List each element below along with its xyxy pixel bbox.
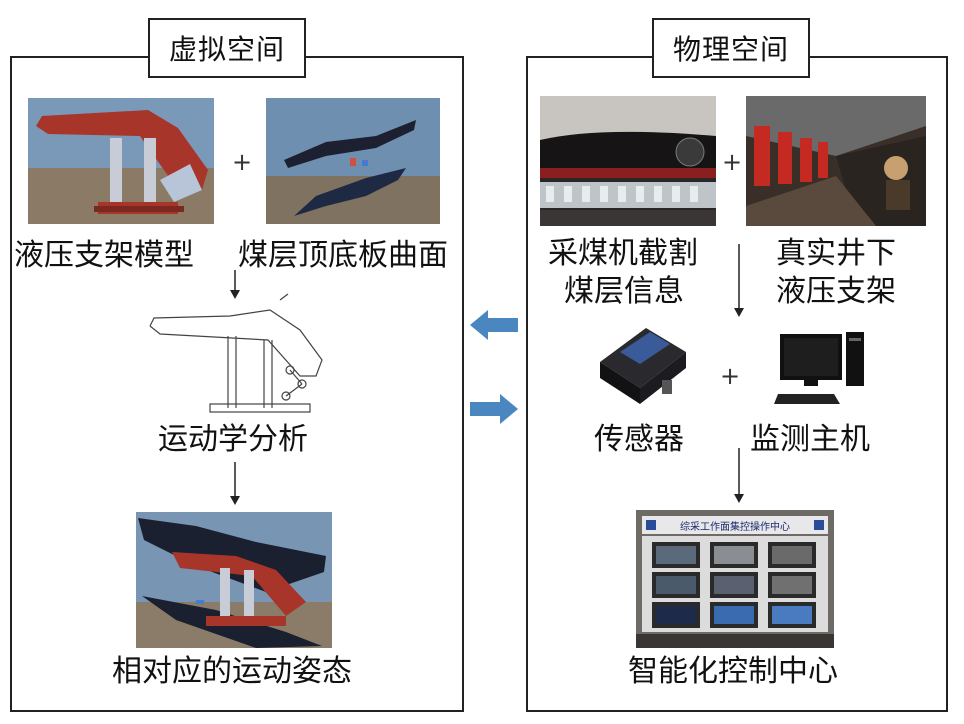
shearer-image [540, 96, 716, 226]
kinematics-label: 运动学分析 [158, 422, 308, 457]
seam-surface-image [266, 98, 440, 224]
control-center-label: 智能化控制中心 [628, 654, 838, 689]
arrow-left-icon [470, 310, 518, 340]
down-arrow [230, 462, 240, 505]
seam-surface-label: 煤层顶底板曲面 [238, 238, 448, 273]
computer-image [774, 328, 870, 408]
plus-sign: + [722, 148, 743, 176]
down-arrow [734, 448, 744, 503]
real-support-image [746, 96, 926, 226]
virtual-space-title: 虚拟空间 [148, 18, 306, 78]
support-model-label: 液压支架模型 [14, 238, 194, 273]
shearer-label-line1: 采煤机截割 [548, 236, 698, 271]
arrow-right-icon [470, 394, 518, 424]
plus-sign: + [232, 148, 253, 176]
physical-space-title: 物理空间 [652, 18, 810, 78]
down-arrow [230, 270, 240, 299]
real-support-label-line2: 液压支架 [776, 274, 896, 309]
support-model-image [28, 98, 214, 224]
control-center-banner: 综采工作面集控操作中心 [680, 520, 790, 533]
host-label: 监测主机 [750, 422, 870, 457]
control-center-image: 综采工作面集控操作中心 [636, 510, 834, 648]
motion-posture-label: 相对应的运动姿态 [112, 654, 352, 689]
support-line-drawing [140, 290, 340, 420]
real-support-label-line1: 真实井下 [776, 236, 896, 271]
motion-posture-image [136, 512, 332, 648]
sensor-image [594, 322, 690, 412]
plus-sign: + [720, 362, 741, 390]
sensor-label: 传感器 [594, 422, 684, 457]
shearer-label-line2: 煤层信息 [564, 274, 684, 309]
down-arrow [734, 244, 744, 317]
